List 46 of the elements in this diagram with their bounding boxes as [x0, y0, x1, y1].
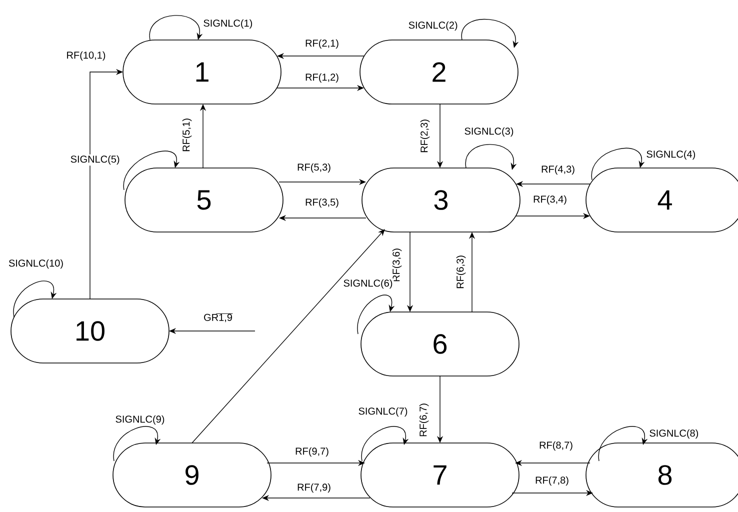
edge-label: RF(7,9) [296, 482, 332, 494]
state-box: 4 [586, 168, 738, 232]
edge-label: SIGNLC(4) [645, 149, 697, 161]
edge-label: RF(5,1) [181, 117, 193, 153]
edge-label: GR1,9 [202, 312, 234, 324]
state-box: 9 [112, 442, 272, 508]
state-box: 6 [360, 312, 520, 376]
edge-label: RF(1,2) [304, 72, 340, 84]
edge-label: RF(6,7) [418, 402, 430, 438]
state-box: 3 [362, 168, 520, 232]
state-box: 8 [586, 442, 738, 508]
edge-label: RF(2,3) [419, 118, 431, 154]
edge-label: RF(6,3) [455, 254, 467, 290]
edge-label: SIGNLC(9) [114, 414, 166, 426]
self-loop-arrow [361, 426, 409, 462]
edge-label: SIGNLC(2) [407, 20, 459, 32]
self-loop-arrow [124, 150, 180, 190]
edge-label: RF(2,1) [304, 38, 340, 50]
edge-label: SIGNLC(3) [463, 126, 515, 138]
edge-label: SIGNLC(10) [8, 258, 64, 270]
arrow [192, 229, 385, 444]
state-box: 10 [10, 298, 170, 364]
self-loop-arrow [598, 426, 648, 462]
edge-label: RF(3,4) [532, 194, 568, 206]
self-loop-arrow [592, 148, 645, 180]
state-box: 1 [122, 40, 282, 104]
self-loop-arrow [13, 280, 57, 318]
self-loop-arrow [357, 294, 395, 334]
edge-label: RF(3,6) [391, 247, 403, 283]
edge-label: SIGNLC(8) [648, 428, 700, 440]
self-loop-arrow [113, 426, 161, 462]
edge-label: RF(3,5) [304, 197, 340, 209]
edge-label: RF(8,7) [538, 440, 574, 452]
state-box: 2 [360, 40, 518, 104]
edge-label: RF(7,8) [534, 475, 570, 487]
state-box: 7 [360, 442, 520, 508]
edge-label: RF(5,3) [296, 162, 332, 174]
state-box: 5 [124, 168, 284, 232]
edge-label: SIGNLC(1) [202, 18, 254, 30]
edge-label: SIGNLC(7) [357, 406, 409, 418]
edge-label: SIGNLC(6) [342, 278, 394, 290]
edge-label: SIGNLC(5) [69, 154, 121, 166]
self-loop-arrow [150, 15, 203, 40]
edge-label: RF(10,1) [65, 50, 107, 62]
edge-label: RF(9,7) [294, 446, 330, 458]
edge-label: RF(4,3) [540, 164, 576, 176]
